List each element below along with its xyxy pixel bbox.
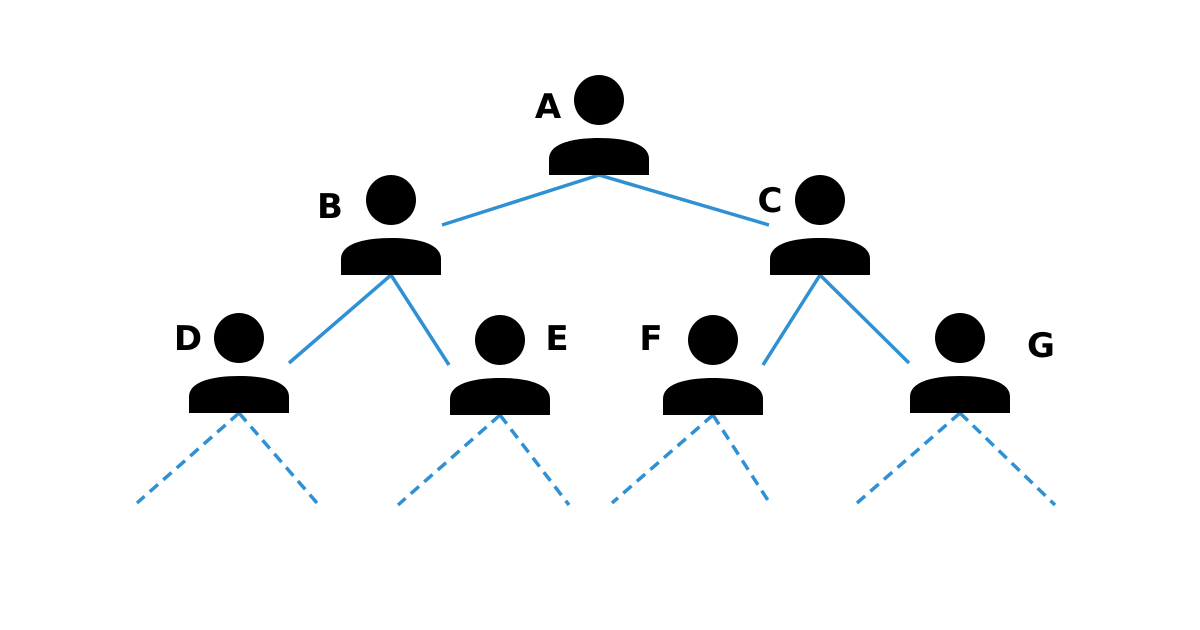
edge-C-F [761,274,822,366]
node-D: D [174,313,289,413]
person-body [663,378,763,415]
node-label-D: D [174,319,202,359]
open-branch-G-1 [855,411,962,505]
node-E: E [450,315,569,415]
edge-B-D [287,273,393,365]
person-body [341,238,441,275]
open-branch-F-2 [711,414,773,506]
node-A: A [535,75,649,175]
person-head [935,313,985,363]
node-label-G: G [1027,326,1055,366]
person-nodes: A B C D E F G [174,75,1055,415]
node-label-B: B [317,187,343,227]
open-branch-E-2 [498,413,571,507]
person-head [574,75,624,125]
person-body [189,376,289,413]
node-label-F: F [639,319,662,359]
node-label-E: E [545,319,568,359]
node-label-C: C [758,181,783,221]
person-head [795,175,845,225]
node-F: F [639,315,763,415]
person-head [688,315,738,365]
person-head [475,315,525,365]
node-label-A: A [535,87,562,127]
person-head [366,175,416,225]
open-branch-G-2 [958,411,1057,507]
connector-lines [135,173,1057,507]
edge-A-B [441,173,600,227]
person-icon [910,313,1010,413]
person-icon [189,313,289,413]
person-body [450,378,550,415]
open-branch-D-2 [237,411,319,505]
node-C: C [758,175,870,275]
edge-B-E [389,274,451,366]
person-body [549,138,649,175]
node-G: G [910,313,1055,413]
person-body [910,376,1010,413]
person-icon [450,315,550,415]
person-icon [663,315,763,415]
node-B: B [317,175,441,275]
open-branch-D-1 [135,411,241,505]
open-branch-E-1 [396,413,502,507]
person-icon [341,175,441,275]
person-body [770,238,870,275]
edge-C-G [818,273,911,365]
person-icon [770,175,870,275]
person-head [214,313,264,363]
edge-A-C [598,173,770,227]
open-branch-F-1 [610,413,715,505]
person-icon [549,75,649,175]
